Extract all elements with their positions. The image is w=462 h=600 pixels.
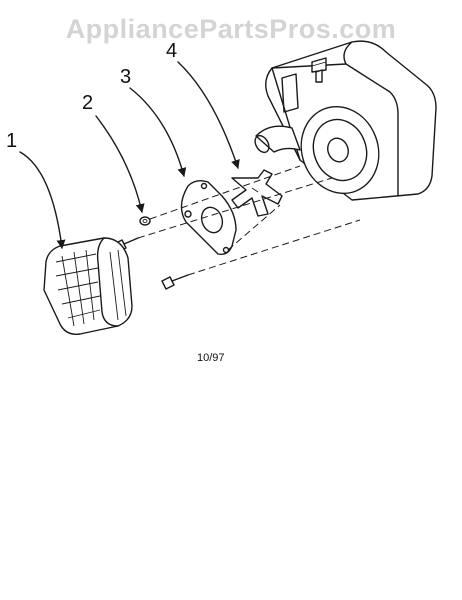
callout-4: 4 <box>166 40 178 62</box>
assembly-lines <box>137 165 361 276</box>
intake-screen <box>43 237 133 335</box>
leader-arrows <box>19 61 240 249</box>
washer <box>139 216 151 226</box>
outlet-nozzle <box>311 57 327 83</box>
watermark: AppliancePartsPros.com <box>65 14 397 44</box>
callout-1: 1 <box>6 130 18 152</box>
inlet-tube <box>254 125 301 154</box>
cover-plate <box>180 179 237 256</box>
impeller <box>231 169 283 217</box>
callout-2: 2 <box>82 92 94 114</box>
callout-3: 3 <box>120 66 132 88</box>
pump-housing <box>254 40 437 201</box>
screw-lower <box>161 274 189 290</box>
date-code: 10/97 <box>197 352 225 364</box>
